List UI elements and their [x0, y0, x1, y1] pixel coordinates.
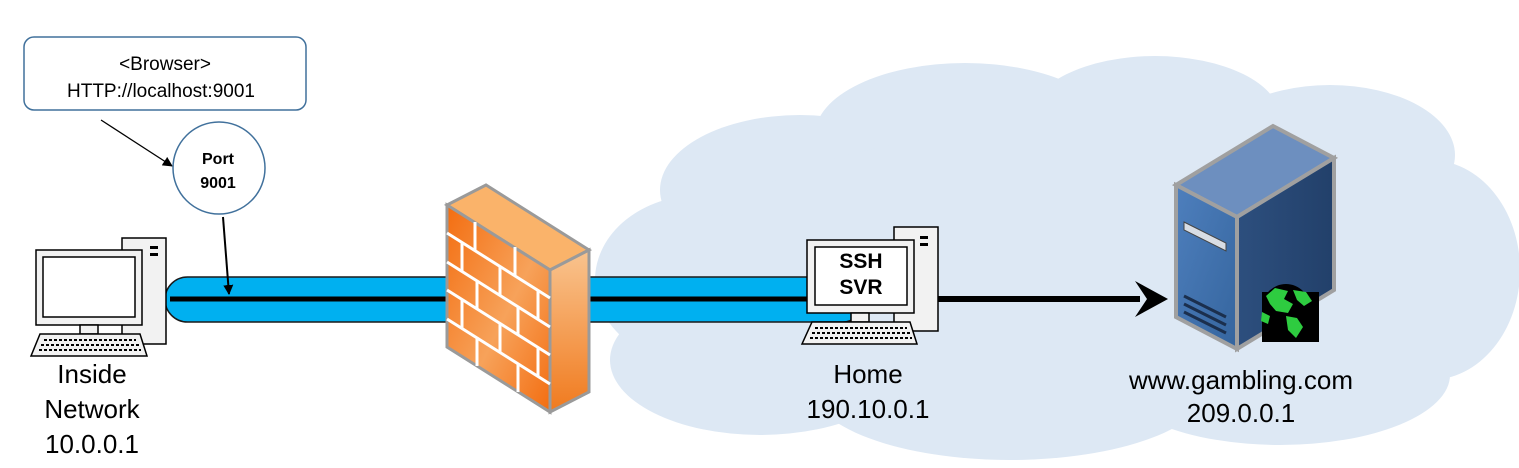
browser-callout	[23, 36, 307, 111]
inside-ip: 10.0.0.1	[45, 429, 139, 459]
port-badge	[172, 121, 266, 215]
home-ssh-computer-icon	[800, 226, 939, 345]
web-server-icon	[1171, 123, 1339, 353]
server-ip: 209.0.0.1	[1187, 398, 1295, 428]
inside-computer-icon	[29, 237, 167, 357]
browser-url: HTTP://localhost:9001	[67, 81, 255, 102]
server-hostname: www.gambling.com	[1128, 365, 1353, 395]
callout-to-port-arrow	[100, 119, 173, 167]
home-ip: 190.10.0.1	[807, 394, 930, 424]
port-label: Port	[202, 151, 235, 168]
globe-icon	[1261, 284, 1319, 342]
arrow-to-server	[935, 281, 1168, 317]
network-label: Network	[44, 394, 140, 424]
inside-label: Inside	[57, 359, 126, 389]
home-label: Home	[833, 359, 902, 389]
browser-label: <Browser>	[119, 54, 211, 75]
port-to-tunnel-arrow	[222, 216, 234, 295]
ssh-label: SSH	[839, 250, 882, 273]
svr-label: SVR	[839, 276, 882, 299]
internet-cloud	[595, 56, 1519, 460]
firewall-icon	[443, 183, 593, 415]
port-number: 9001	[200, 175, 236, 192]
